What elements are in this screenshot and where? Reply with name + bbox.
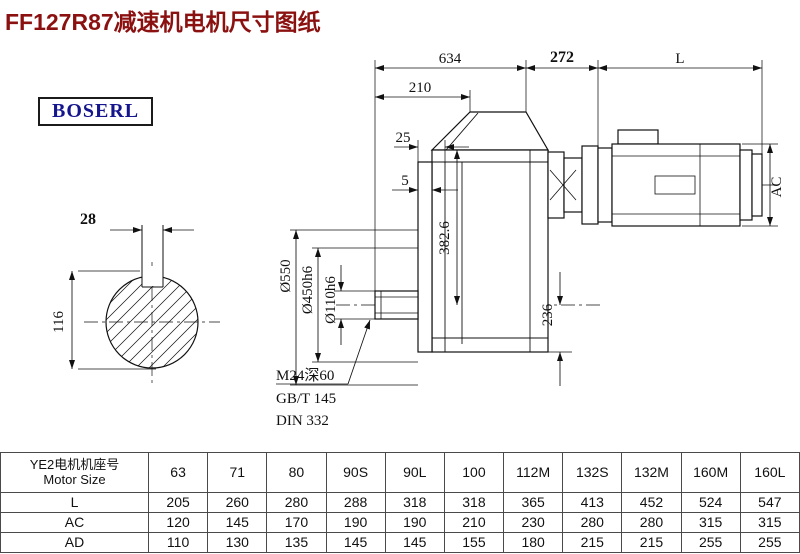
- output-shaft: [374, 290, 419, 320]
- shaft-end-view: [105, 225, 199, 369]
- dim-116-label: 116: [51, 311, 67, 333]
- brand-logo: BOSERL: [38, 97, 154, 126]
- dim-cell: 255: [739, 532, 800, 553]
- dimension-lines: [69, 65, 773, 386]
- dim-25-label: 25: [396, 130, 411, 146]
- dim-cell: 135: [266, 532, 327, 553]
- table-header-row: YE2电机机座号 Motor Size 63 71 80 90S 90L 100…: [0, 452, 800, 493]
- dim-cell: 190: [325, 512, 386, 533]
- table-row-AC: AC 120 145 170 190 190 210 230 280 280 3…: [0, 512, 800, 533]
- dim-cell: 215: [621, 532, 682, 553]
- dim-cell: 524: [680, 492, 741, 513]
- dim-cell: 255: [680, 532, 741, 553]
- size-col-header: 90L: [384, 452, 445, 493]
- motor-nameplate: [654, 175, 696, 195]
- dim-382-label: 382.6: [437, 221, 453, 255]
- motor-size-header-cell: YE2电机机座号 Motor Size: [0, 452, 149, 493]
- dim-634-label: 634: [439, 51, 462, 67]
- dim-450-label: Ø450h6: [300, 265, 316, 314]
- row-label: L: [0, 492, 149, 513]
- gearbox-body: [431, 149, 549, 353]
- motor-flange: [581, 145, 599, 225]
- size-col-header: 132S: [562, 452, 623, 493]
- page-title: FF127R87减速机电机尺寸图纸: [5, 9, 321, 35]
- dim-cell: 145: [384, 532, 445, 553]
- dim-110-label: Ø110h6: [323, 276, 339, 324]
- motor-size-header-cn: YE2电机机座号: [29, 456, 120, 472]
- motor-size-header-en: Motor Size: [43, 471, 106, 487]
- dim-cell: 280: [562, 512, 623, 533]
- dim-cell: 120: [147, 512, 209, 533]
- size-col-header: 63: [147, 452, 209, 493]
- keyway: [141, 225, 164, 288]
- dim-cell: 190: [384, 512, 445, 533]
- gearbox-housing: [374, 111, 550, 353]
- dim-cell: 280: [266, 492, 327, 513]
- din-standard-label: DIN 332: [276, 413, 329, 429]
- tap-note-label: M24深60: [276, 367, 334, 384]
- dim-210-label: 210: [409, 80, 432, 96]
- gearbox-roof: [430, 111, 550, 151]
- size-col-header: 90S: [325, 452, 386, 493]
- size-col-header: 160M: [680, 452, 741, 493]
- motor-front-endbell: [597, 147, 613, 223]
- dim-cell: 365: [503, 492, 564, 513]
- dim-cell: 452: [621, 492, 682, 513]
- motor-dimension-table: YE2电机机座号 Motor Size 63 71 80 90S 90L 100…: [0, 452, 800, 553]
- gb-standard-label: GB/T 145: [276, 391, 336, 407]
- dim-cell: 145: [207, 512, 268, 533]
- motor-body: [611, 143, 741, 227]
- adapter-flange: [547, 151, 565, 219]
- section-hatch: [106, 276, 198, 368]
- dim-cell: 315: [739, 512, 800, 533]
- fan-cover: [751, 153, 763, 217]
- row-label: AD: [0, 532, 149, 553]
- dim-cell: 280: [621, 512, 682, 533]
- motor-rear-endbell: [739, 149, 753, 221]
- dim-cell: 180: [503, 532, 564, 553]
- dim-236-label: 236: [540, 303, 556, 326]
- motor-assembly: [547, 129, 763, 227]
- dim-cell: 547: [739, 492, 800, 513]
- dim-cell: 130: [207, 532, 268, 553]
- coupling-cross: [549, 169, 577, 201]
- size-col-header: 71: [207, 452, 268, 493]
- dim-cell: 315: [680, 512, 741, 533]
- size-col-header: 160L: [739, 452, 800, 493]
- table-row-L: L 205 260 280 288 318 318 365 413 452 52…: [0, 492, 800, 513]
- technical-drawing: 634 272 L 210 25 5 AC Ø550 Ø450h6 Ø110h6…: [51, 49, 785, 429]
- dim-cell: 145: [325, 532, 386, 553]
- table-row-AD: AD 110 130 135 145 145 155 180 215 215 2…: [0, 532, 800, 553]
- dim-cell: 318: [384, 492, 445, 513]
- dim-ac-label: AC: [769, 177, 785, 198]
- output-flange: [417, 161, 433, 353]
- dim-cell: 210: [443, 512, 505, 533]
- dim-cell: 230: [503, 512, 564, 533]
- dim-cell: 215: [562, 532, 623, 553]
- size-col-header: 112M: [503, 452, 564, 493]
- dim-cell: 110: [147, 532, 209, 553]
- dim-5-label: 5: [401, 173, 409, 189]
- dim-cell: 170: [266, 512, 327, 533]
- dim-cell: 260: [207, 492, 268, 513]
- dim-cell: 155: [443, 532, 505, 553]
- adapter-housing: [563, 157, 583, 213]
- terminal-box: [617, 129, 659, 145]
- dim-550-label: Ø550: [278, 259, 294, 292]
- dim-28-label: 28: [80, 211, 96, 228]
- dim-cell: 318: [443, 492, 505, 513]
- size-col-header: 80: [266, 452, 327, 493]
- dim-272-label: 272: [550, 49, 574, 66]
- size-col-header: 100: [443, 452, 505, 493]
- dim-cell: 288: [325, 492, 386, 513]
- row-label: AC: [0, 512, 149, 533]
- size-col-header: 132M: [621, 452, 682, 493]
- dim-L-label: L: [675, 51, 684, 67]
- dim-cell: 205: [147, 492, 209, 513]
- dim-cell: 413: [562, 492, 623, 513]
